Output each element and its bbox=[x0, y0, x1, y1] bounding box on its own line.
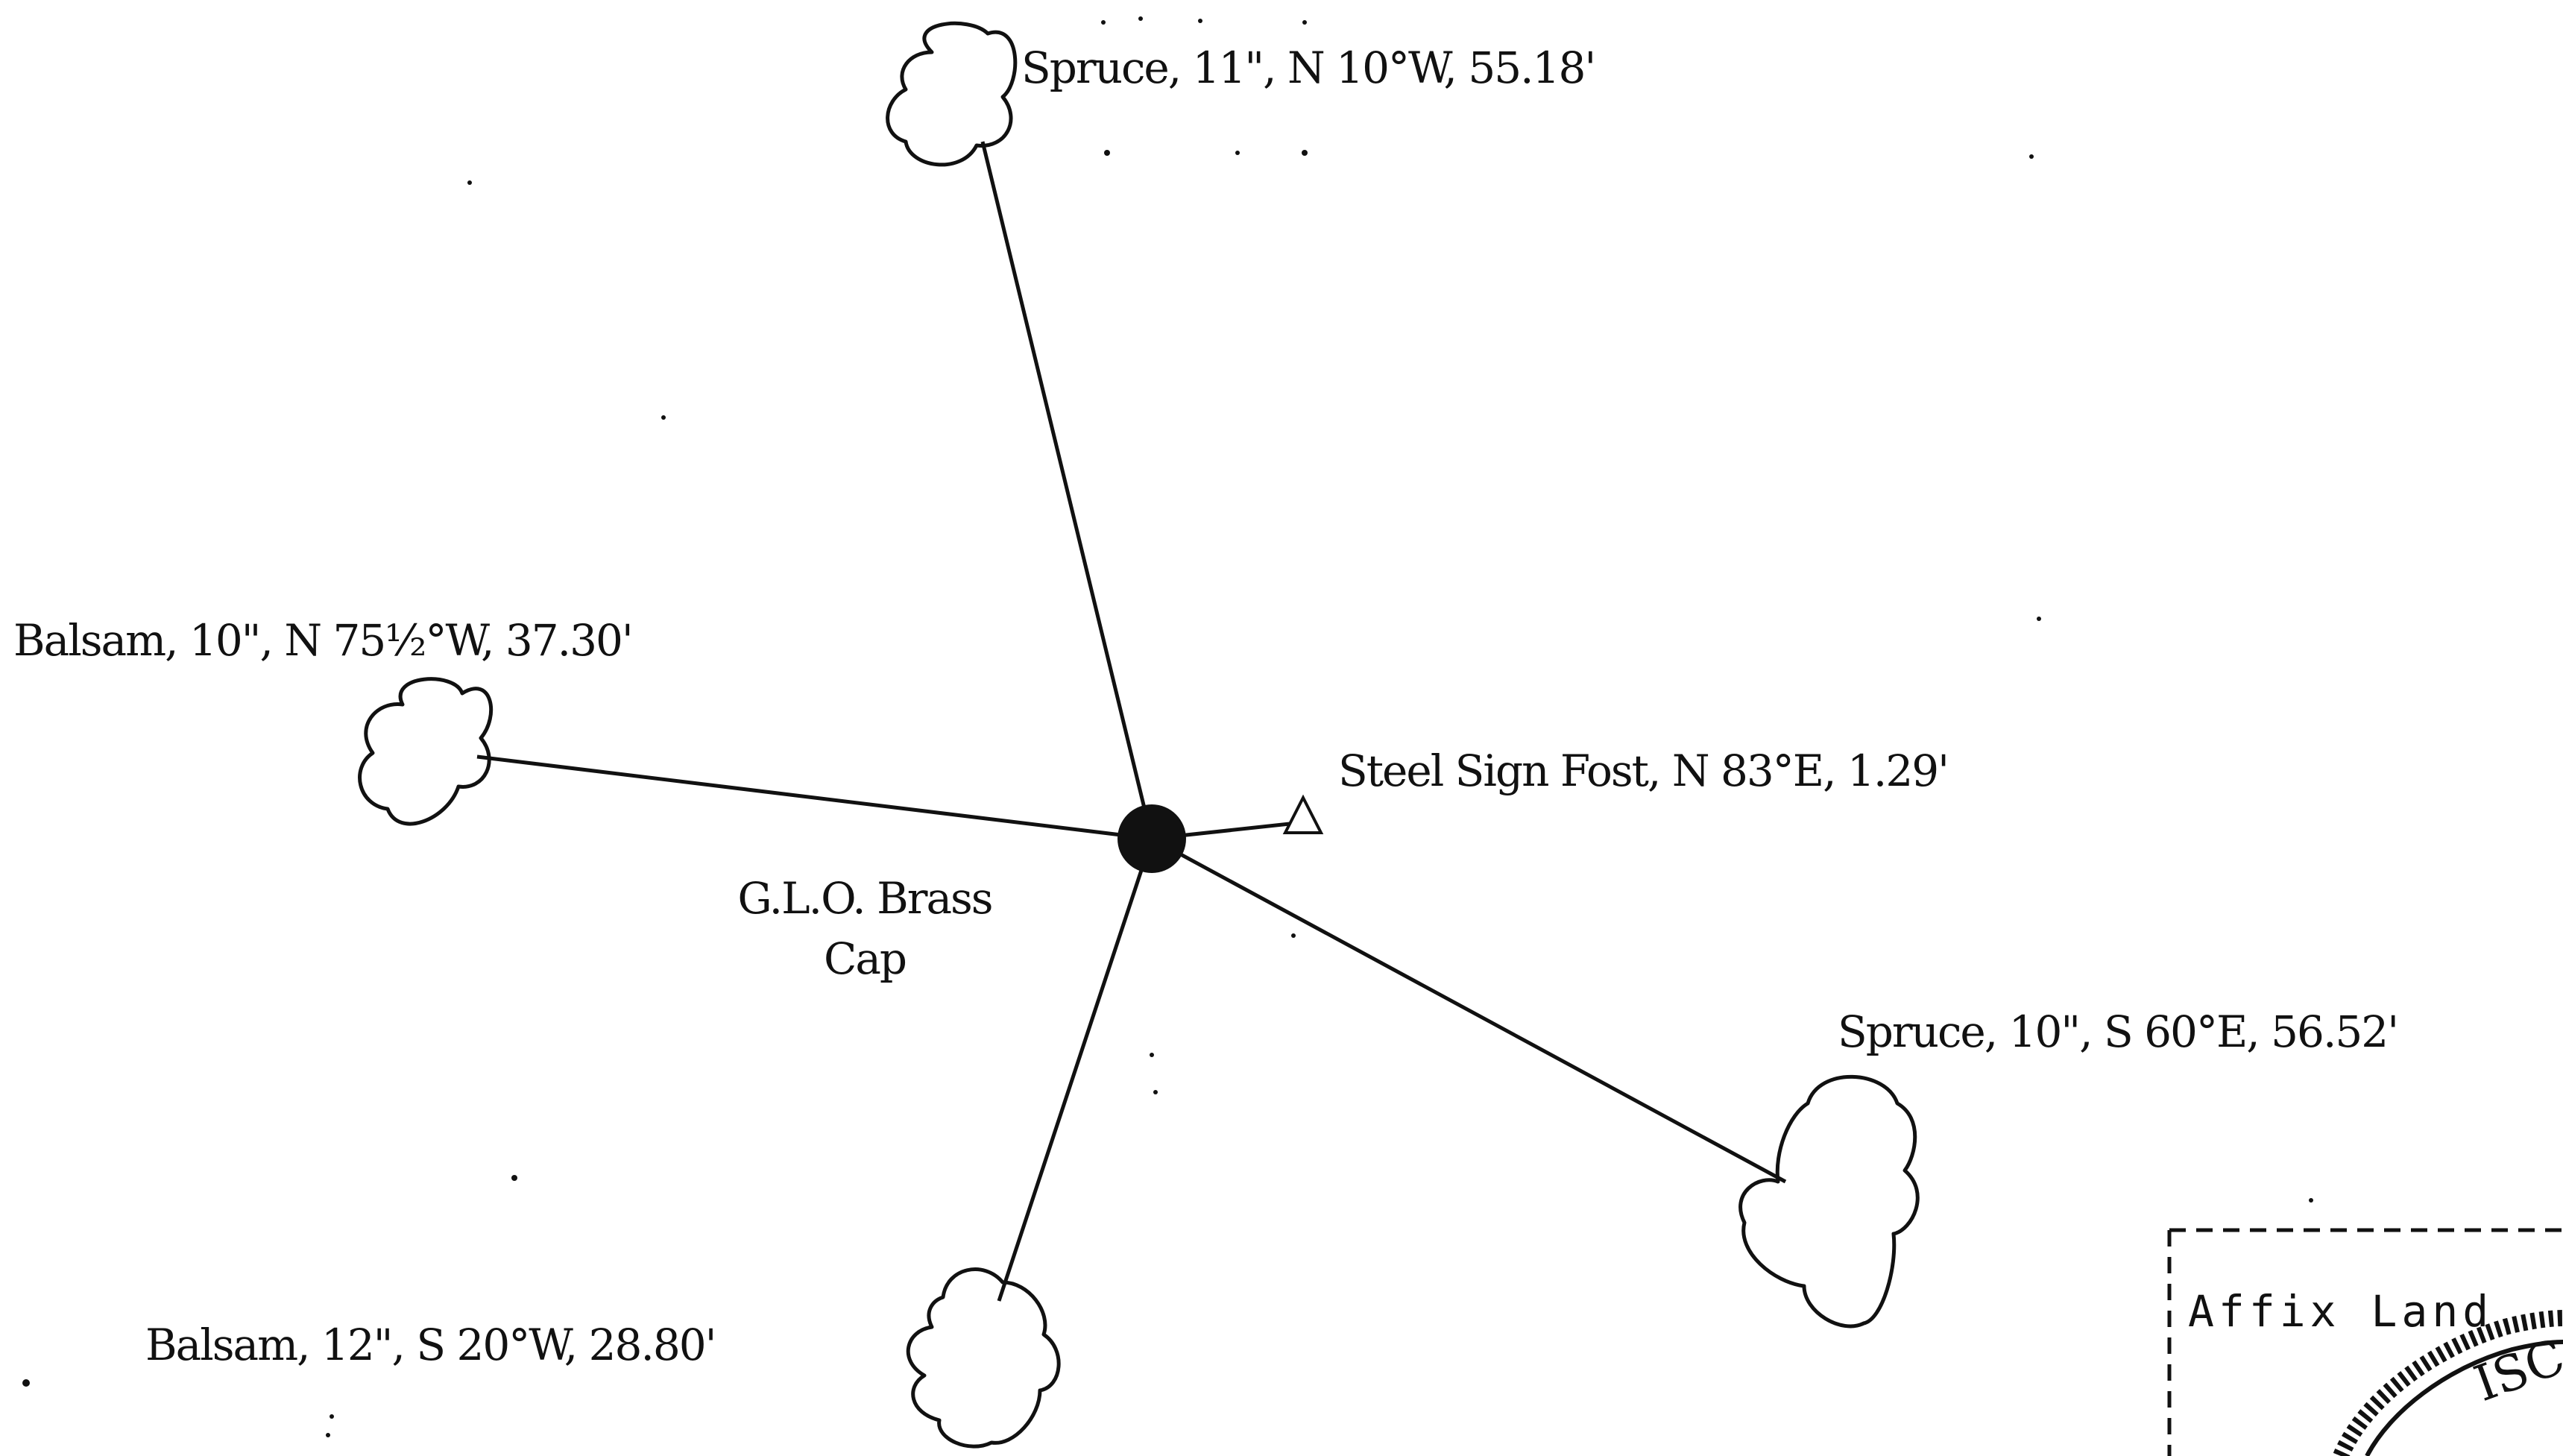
tree-label-spruce-north: Spruce, 11", N 10°W, 55.18' bbox=[1021, 42, 1596, 93]
tree-crown-spruce-southeast-icon bbox=[1738, 1074, 1920, 1329]
line-to-balsam-south bbox=[997, 838, 1154, 1302]
line-to-spruce-north bbox=[980, 141, 1154, 839]
brass-cap-label-line1: G.L.O. Brass bbox=[737, 873, 993, 924]
line-to-balsam-west bbox=[476, 754, 1153, 841]
tree-crown-balsam-south-icon bbox=[906, 1267, 1061, 1449]
sign-post-triangle-icon bbox=[1282, 794, 1324, 834]
tree-label-balsam-south: Balsam, 12", S 20°W, 28.80' bbox=[145, 1320, 717, 1370]
tree-crown-spruce-north-icon bbox=[886, 21, 1018, 167]
stamp-box-border bbox=[2167, 1228, 2563, 1456]
line-to-spruce-southeast bbox=[1150, 836, 1787, 1184]
sign-post-label: Steel Sign Fost, N 83°E, 1.29' bbox=[1338, 746, 1949, 796]
tree-label-spruce-southeast: Spruce, 10", S 60°E, 56.52' bbox=[1838, 1006, 2399, 1057]
brass-cap-label: G.L.O. Brass Cap bbox=[656, 869, 1074, 989]
tree-crown-balsam-west-icon bbox=[358, 677, 494, 826]
scan-specks bbox=[22, 16, 2313, 1437]
brass-cap-marker bbox=[1117, 804, 1186, 873]
stamp-box-label: Affix Land bbox=[2188, 1286, 2494, 1337]
brass-cap-label-line2: Cap bbox=[823, 933, 907, 985]
tree-label-balsam-west: Balsam, 10", N 75½°W, 37.30' bbox=[13, 615, 634, 666]
land-office-seal: ISC bbox=[2333, 1310, 2563, 1456]
